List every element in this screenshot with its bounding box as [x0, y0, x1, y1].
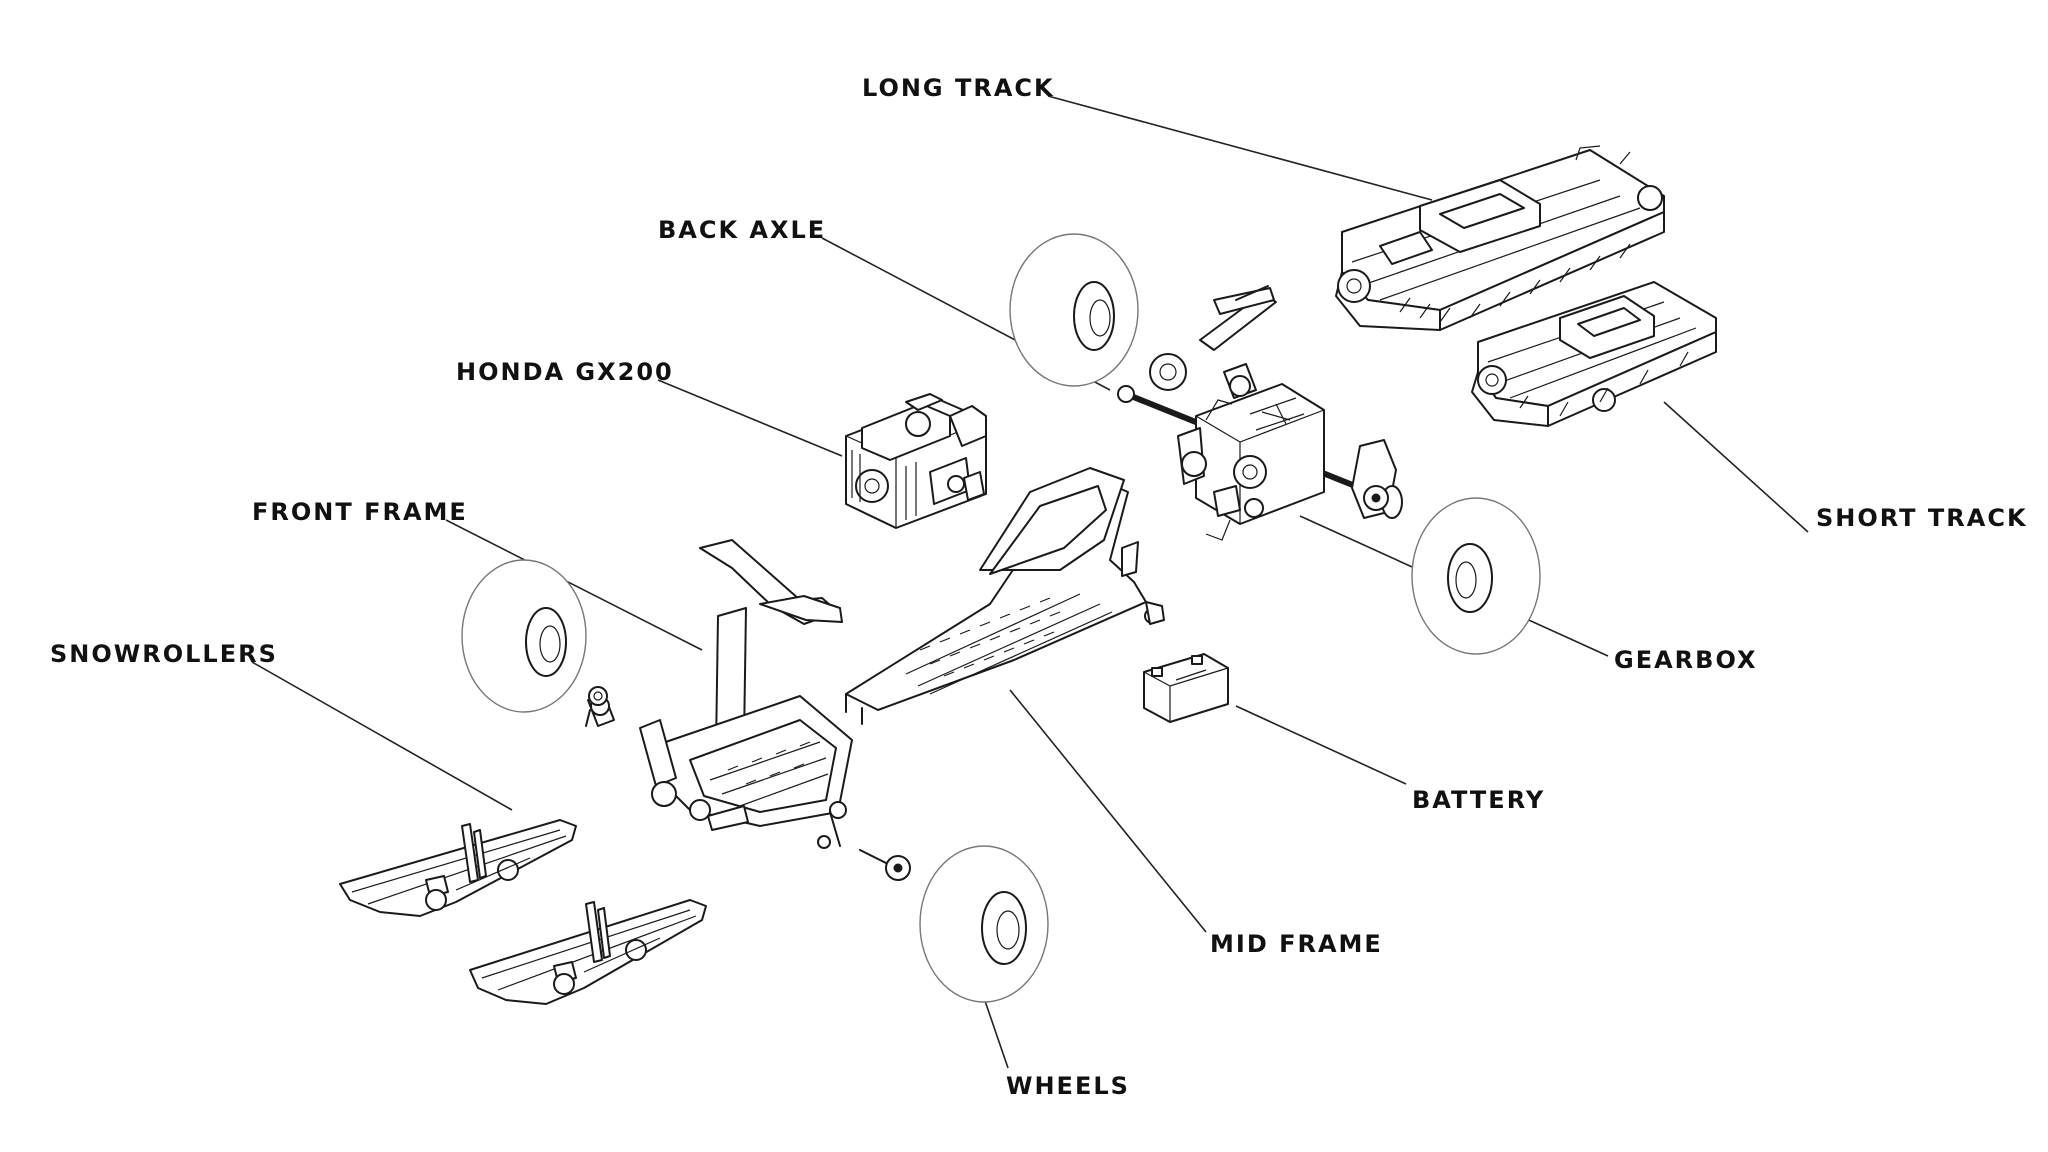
leader-wheels: [983, 997, 1009, 1069]
leader-short-track: [1663, 401, 1809, 533]
label-wheels: WHEELS: [1006, 1072, 1130, 1100]
leader-lines: [251, 95, 1809, 1069]
label-long-track: LONG TRACK: [862, 74, 1055, 102]
leader-snowrollers: [251, 661, 513, 811]
rear-hub-part: [1363, 485, 1389, 511]
label-snowrollers: SNOWROLLERS: [50, 640, 278, 668]
leader-front-frame: [445, 519, 703, 651]
wheel-front-bottom: [919, 845, 1049, 1003]
leader-battery: [1235, 705, 1407, 785]
label-battery: BATTERY: [1412, 786, 1545, 814]
snowroller-lower-part: [469, 899, 707, 1005]
wheel-rear-right: [1411, 497, 1541, 655]
front-frame-part: [585, 539, 853, 849]
label-mid-frame: MID FRAME: [1210, 930, 1383, 958]
wheel-front-left: [461, 559, 587, 713]
label-back-axle: BACK AXLE: [658, 216, 826, 244]
front-hub-right-part: [859, 849, 911, 881]
mid-frame-slots: [919, 597, 1061, 677]
battery-part: [1143, 653, 1229, 723]
snowroller-upper-part: [339, 819, 577, 917]
label-gearbox: GEARBOX: [1614, 646, 1758, 674]
label-front-frame: FRONT FRAME: [252, 498, 468, 526]
leader-honda-gx200: [657, 379, 843, 457]
mid-frame-part: [845, 467, 1165, 725]
gearbox-part: [1177, 363, 1325, 541]
label-short-track: SHORT TRACK: [1816, 504, 2028, 532]
short-track-part: [1471, 281, 1717, 427]
leader-mid-frame: [1009, 689, 1207, 933]
honda-gx200-engine-part: [845, 393, 987, 529]
long-track-part: [1335, 145, 1665, 331]
label-honda-gx200: HONDA GX200: [456, 358, 674, 386]
wheel-rear-top: [1009, 233, 1139, 387]
leader-long-track: [1047, 95, 1433, 201]
front-hub-left-part: [588, 686, 608, 706]
labels: LONG TRACK BACK AXLE HONDA GX200 FRONT F…: [50, 74, 2028, 1100]
